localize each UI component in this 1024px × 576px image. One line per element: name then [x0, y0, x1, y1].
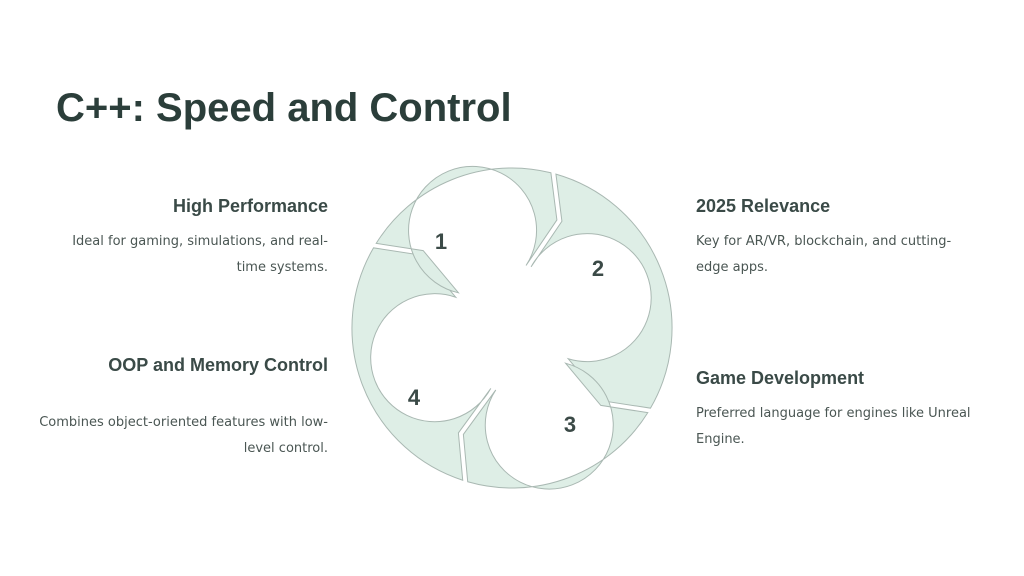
cycle-segment-2 — [462, 362, 649, 490]
step-3-description: Preferred language for engines like Unre… — [696, 406, 971, 447]
cycle-segments — [351, 165, 673, 490]
cycle-numbers: 1 2 3 4 — [408, 229, 604, 437]
step-3-block: Game Development Preferred language for … — [696, 368, 976, 453]
step-4-heading: OOP and Memory Control — [108, 355, 328, 375]
step-1-block: High Performance Ideal for gaming, simul… — [48, 196, 328, 281]
step-2-heading: 2025 Relevance — [696, 196, 831, 216]
step-4-block: OOP and Memory Control Combines object-o… — [38, 355, 328, 462]
step-2-number: 2 — [592, 256, 604, 281]
cycle-segment-4 — [375, 165, 558, 294]
step-3-heading: Game Development — [696, 368, 865, 388]
step-4-description: Combines object-oriented features with l… — [39, 415, 328, 456]
step-1-number: 1 — [435, 229, 447, 254]
step-1-description: Ideal for gaming, simulations, and real-… — [72, 234, 328, 275]
step-2-description: Key for AR/VR, blockchain, and cutting-e… — [696, 234, 952, 275]
cycle-segment-3 — [351, 247, 492, 481]
cycle-segment-1 — [530, 173, 673, 409]
step-2-block: 2025 Relevance Key for AR/VR, blockchain… — [696, 196, 976, 281]
step-4-number: 4 — [408, 385, 421, 410]
step-3-number: 3 — [564, 412, 576, 437]
step-1-heading: High Performance — [172, 196, 328, 216]
slide-title: C++: Speed and Control — [56, 86, 512, 130]
